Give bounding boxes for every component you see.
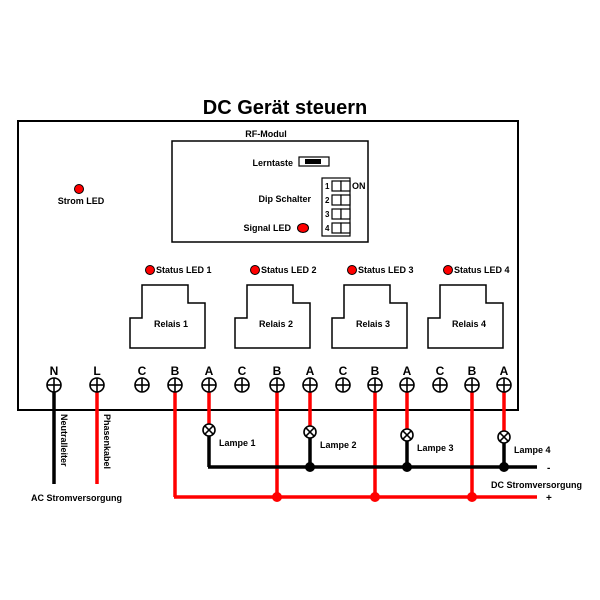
- dip-switch[interactable]: [321, 177, 351, 237]
- terminal-label: B: [468, 364, 477, 378]
- relay-body: [427, 284, 504, 349]
- terminal-label: A: [306, 364, 315, 378]
- terminal-label: B: [273, 364, 282, 378]
- terminal-label: B: [171, 364, 180, 378]
- lamp-3: Lampe 3: [400, 428, 454, 453]
- signal-led-label: Signal LED: [243, 223, 291, 233]
- terminal-c[interactable]: C: [432, 364, 448, 393]
- status-led-label: Status LED 3: [358, 265, 414, 275]
- terminal-b[interactable]: B: [367, 364, 383, 393]
- rf-module-label: RF-Modul: [245, 129, 286, 139]
- diagram-title: DC Gerät steuern: [203, 97, 368, 119]
- relay-body: [234, 284, 311, 349]
- lamp-label: Lampe 3: [417, 443, 454, 453]
- terminal-label: L: [93, 364, 100, 378]
- lamp-2: Lampe 2: [303, 425, 357, 450]
- dip-position-number: 4: [325, 224, 330, 233]
- phase-wire-label: Phasenkabel: [102, 414, 112, 469]
- terminal-b[interactable]: B: [167, 364, 183, 393]
- dc-minus-label: -: [547, 463, 550, 474]
- dc-supply-label: DC Stromversorgung: [491, 480, 582, 490]
- terminal-b[interactable]: B: [464, 364, 480, 393]
- neutral-wire-label: Neutralleiter: [59, 414, 69, 467]
- terminal-label: A: [403, 364, 412, 378]
- junction-dot: [272, 492, 282, 502]
- terminal-a[interactable]: A: [496, 364, 512, 393]
- relay-4: Status LED 4 Relais 4: [427, 265, 510, 349]
- ac-supply-label: AC Stromversorgung: [31, 493, 122, 503]
- status-led: [145, 265, 155, 275]
- junction-dot: [370, 492, 380, 502]
- terminal-label: C: [138, 364, 147, 378]
- dip-position-number: 3: [325, 210, 330, 219]
- terminal-l[interactable]: L: [89, 364, 105, 393]
- junction-dot: [499, 462, 509, 472]
- power-led: [74, 184, 84, 194]
- terminal-a[interactable]: A: [201, 364, 217, 393]
- status-led-label: Status LED 1: [156, 265, 212, 275]
- terminal-c[interactable]: C: [134, 364, 150, 393]
- rf-module-box: [171, 140, 369, 243]
- learn-button[interactable]: [298, 156, 330, 167]
- terminal-b[interactable]: B: [269, 364, 285, 393]
- relay-1: Status LED 1 Relais 1: [129, 265, 212, 349]
- dip-position-number: 2: [325, 196, 330, 205]
- signal-led: [297, 223, 309, 233]
- status-led: [443, 265, 453, 275]
- dip-switch-position[interactable]: 1: [325, 180, 351, 192]
- controller-box: [17, 120, 519, 411]
- status-led-label: Status LED 2: [261, 265, 317, 275]
- terminal-label: C: [339, 364, 348, 378]
- terminal-c[interactable]: C: [234, 364, 250, 393]
- relay-2: Status LED 2 Relais 2: [234, 265, 317, 349]
- terminal-c[interactable]: C: [335, 364, 351, 393]
- dip-on-label: ON: [352, 181, 366, 191]
- relay-label: Relais 3: [356, 319, 390, 329]
- junction-dot: [467, 492, 477, 502]
- dip-position-number: 1: [325, 182, 330, 191]
- lamp-label: Lampe 1: [219, 438, 256, 448]
- lamp-1: Lampe 1: [202, 423, 256, 448]
- dip-switch-position[interactable]: 4: [325, 222, 351, 234]
- lamp-4: Lampe 4: [497, 430, 551, 455]
- relay-3: Status LED 3 Relais 3: [331, 265, 414, 349]
- dip-switch-label: Dip Schalter: [258, 194, 311, 204]
- relay-label: Relais 4: [452, 319, 486, 329]
- dc-plus-label: +: [546, 493, 552, 504]
- terminal-n[interactable]: N: [46, 364, 62, 393]
- relay-label: Relais 2: [259, 319, 293, 329]
- relay-label: Relais 1: [154, 319, 188, 329]
- relay-body: [129, 284, 206, 349]
- terminal-label: A: [500, 364, 509, 378]
- terminal-a[interactable]: A: [399, 364, 415, 393]
- lamp-label: Lampe 2: [320, 440, 357, 450]
- terminal-label: C: [436, 364, 445, 378]
- terminal-label: N: [50, 364, 59, 378]
- junction-dot: [402, 462, 412, 472]
- dip-switch-position[interactable]: 3: [325, 208, 351, 220]
- lamp-label: Lampe 4: [514, 445, 551, 455]
- terminal-label: C: [238, 364, 247, 378]
- terminal-label: A: [205, 364, 214, 378]
- learn-button-label: Lerntaste: [252, 158, 293, 168]
- status-led-label: Status LED 4: [454, 265, 510, 275]
- status-led: [347, 265, 357, 275]
- terminal-a[interactable]: A: [302, 364, 318, 393]
- power-led-label: Strom LED: [58, 196, 105, 206]
- relay-body: [331, 284, 408, 349]
- junction-dot: [305, 462, 315, 472]
- dip-switch-position[interactable]: 2: [325, 194, 351, 206]
- status-led: [250, 265, 260, 275]
- terminal-label: B: [371, 364, 380, 378]
